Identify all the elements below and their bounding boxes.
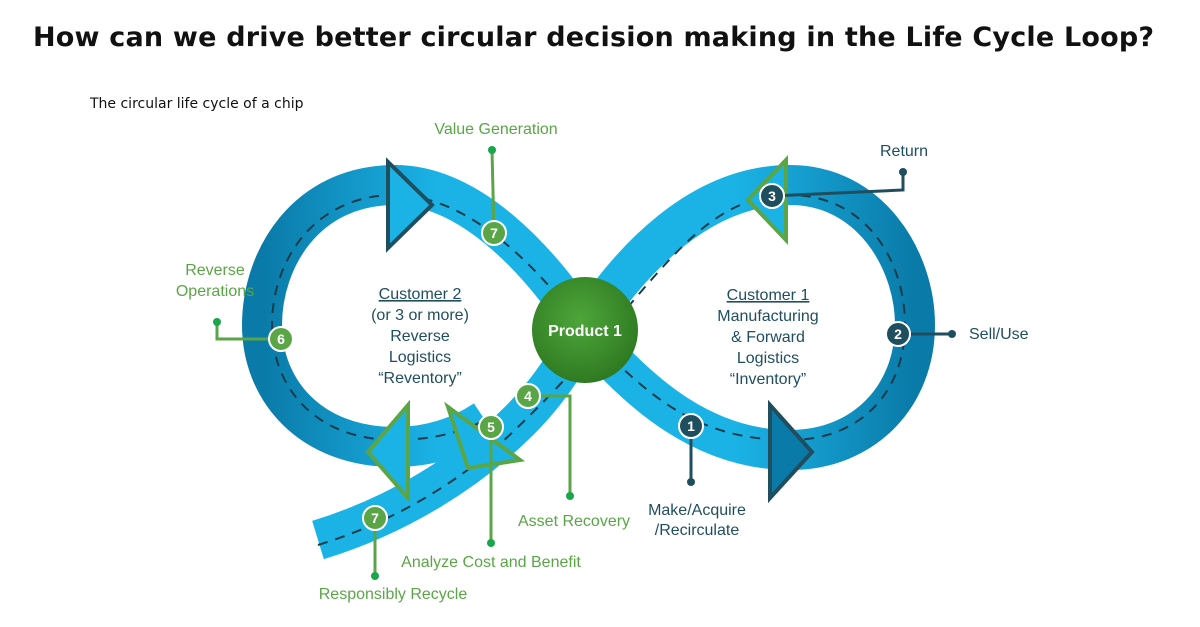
arrow-reverse-ops bbox=[365, 399, 410, 504]
step-labels: Value Generation Return Sell/Use Reverse… bbox=[176, 121, 1029, 603]
step-6-badge: 6 bbox=[268, 326, 294, 352]
step-2-badge: 2 bbox=[885, 321, 911, 347]
label-make-line1: Make/Acquire bbox=[648, 502, 746, 519]
step-7-value-badge: 7 bbox=[481, 220, 507, 246]
product-circle bbox=[532, 277, 638, 383]
customer-2-text: Customer 2 (or 3 or more) Reverse Logist… bbox=[371, 286, 469, 387]
step-7-recycle-number: 7 bbox=[371, 510, 379, 526]
customer-1-text: Customer 1 Manufacturing & Forward Logis… bbox=[717, 287, 818, 388]
page-title: How can we drive better circular decisio… bbox=[33, 22, 1155, 53]
step-3-number: 3 bbox=[768, 188, 776, 204]
connector-value-generation bbox=[490, 149, 496, 234]
customer-2-heading: Customer 2 bbox=[379, 286, 462, 303]
step-7-recycle-badge: 7 bbox=[362, 505, 388, 531]
customer-1-line: & Forward bbox=[731, 329, 805, 346]
customer-1-line: “Inventory” bbox=[730, 371, 806, 388]
label-analyze: Analyze Cost and Benefit bbox=[401, 554, 581, 571]
connector-asset-recovery bbox=[528, 394, 572, 496]
customer-1-line: Manufacturing bbox=[717, 308, 818, 325]
step-badges: 1 2 3 4 5 6 7 7 bbox=[268, 183, 911, 531]
connector-reverse-ops bbox=[215, 322, 281, 341]
label-sell-use: Sell/Use bbox=[969, 326, 1029, 343]
label-reverse-line1: Reverse bbox=[185, 262, 245, 279]
label-value-generation: Value Generation bbox=[434, 121, 557, 138]
page-subtitle: The circular life cycle of a chip bbox=[90, 96, 304, 112]
customer-2-line: (or 3 or more) bbox=[371, 307, 469, 324]
arrow-value-generation bbox=[386, 157, 435, 253]
step-4-badge: 4 bbox=[515, 383, 541, 409]
step-1-number: 1 bbox=[687, 418, 695, 434]
label-asset-recovery: Asset Recovery bbox=[518, 513, 630, 530]
arrow-make bbox=[768, 399, 815, 504]
label-return: Return bbox=[880, 143, 928, 160]
step-3-badge: 3 bbox=[759, 183, 785, 209]
customer-2-line: “Reventory” bbox=[378, 370, 462, 387]
customer-2-line: Logistics bbox=[389, 349, 451, 366]
connector-dots bbox=[213, 146, 956, 580]
step-7-value-number: 7 bbox=[490, 225, 498, 241]
customer-1-line: Logistics bbox=[737, 350, 799, 367]
step-5-number: 5 bbox=[487, 419, 495, 435]
label-recycle: Responsibly Recycle bbox=[319, 586, 468, 603]
step-6-number: 6 bbox=[277, 331, 285, 347]
step-1-badge: 1 bbox=[678, 413, 704, 439]
customer-1-heading: Customer 1 bbox=[727, 287, 810, 304]
product-label: Product 1 bbox=[548, 323, 622, 340]
connector-return bbox=[771, 172, 905, 198]
step-5-badge: 5 bbox=[478, 414, 504, 440]
step-2-number: 2 bbox=[894, 326, 902, 342]
label-reverse-line2: Operations bbox=[176, 283, 254, 300]
customer-2-line: Reverse bbox=[390, 328, 450, 345]
label-make-line2: /Recirculate bbox=[655, 522, 740, 539]
step-4-number: 4 bbox=[524, 388, 532, 404]
